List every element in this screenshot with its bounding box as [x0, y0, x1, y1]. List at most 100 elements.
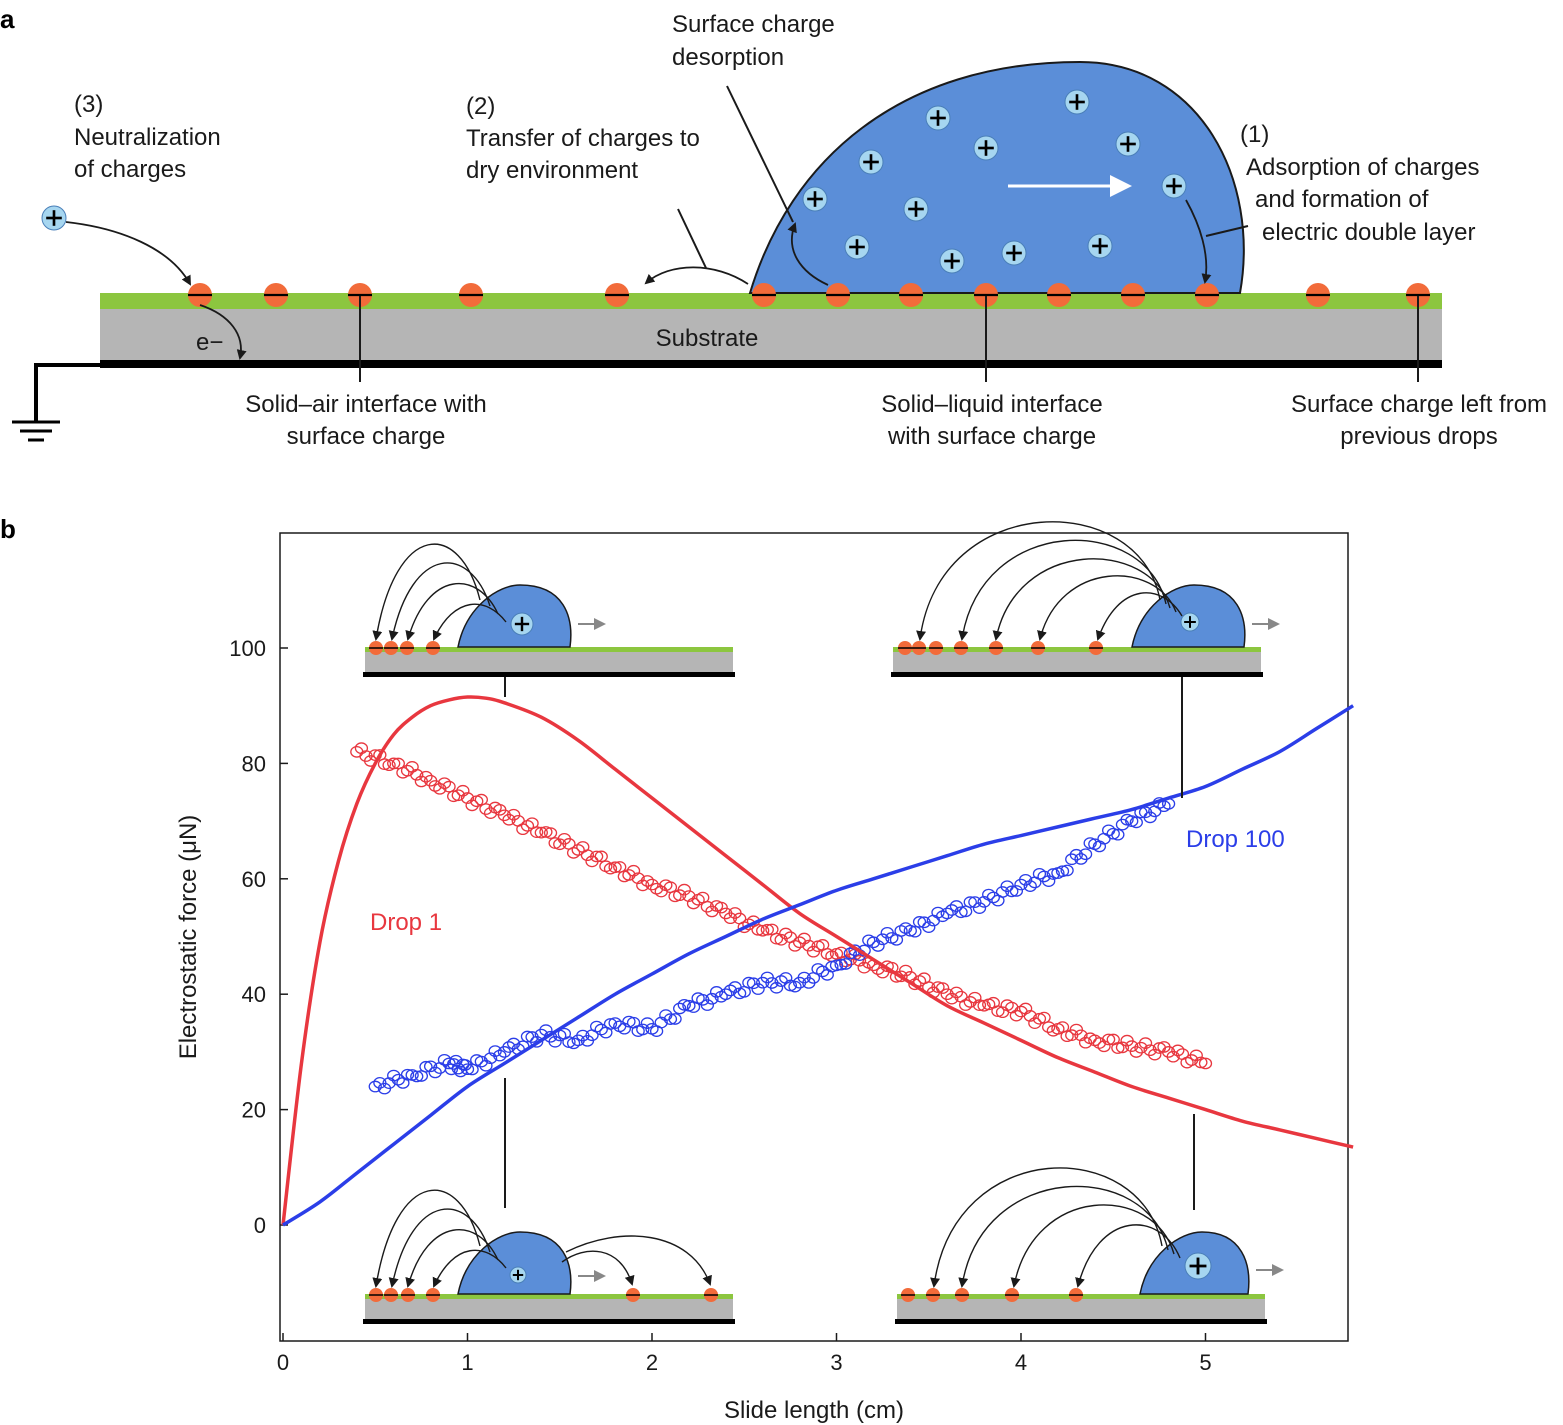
y-tick-label: 60 [242, 867, 266, 892]
inset-electrode [895, 1319, 1267, 1324]
data-point [631, 872, 645, 885]
inset-substrate [365, 652, 733, 672]
x-tick-label: 2 [646, 1350, 658, 1375]
data-point [788, 980, 802, 993]
negative-charge [1047, 283, 1071, 307]
data-point [852, 954, 867, 967]
data-point [894, 970, 908, 983]
data-point [682, 890, 696, 902]
data-point [949, 986, 964, 999]
step1-line3: electric double layer [1262, 219, 1475, 246]
data-point [1069, 1023, 1083, 1036]
step1-line2: and formation of [1255, 186, 1429, 213]
data-point [968, 896, 982, 908]
data-point [460, 792, 475, 804]
data-point [737, 921, 751, 934]
negative-charge [826, 283, 850, 307]
panel-a: a Substrate (3) [0, 4, 1547, 450]
data-point [972, 902, 987, 914]
schematic-insets [363, 521, 1284, 1324]
positive-ion [1087, 233, 1113, 259]
data-point [986, 891, 1000, 904]
y-tick-label: 100 [229, 636, 266, 661]
data-point [1078, 848, 1093, 861]
x-tick-label: 5 [1199, 1350, 1211, 1375]
surface-charges [188, 283, 1430, 307]
inset-top-left [363, 543, 735, 677]
data-point [843, 947, 857, 960]
data-point [1138, 1037, 1153, 1049]
data-point [779, 927, 793, 940]
data-point [922, 921, 936, 933]
inset-top-right [891, 521, 1280, 677]
negative-charge [752, 283, 776, 307]
negative-charge [926, 1288, 940, 1302]
positive-ion [858, 149, 884, 175]
data-point [368, 1080, 382, 1093]
data-point [419, 1060, 433, 1073]
inset-drop [457, 1231, 572, 1295]
desorption-line2: desorption [672, 44, 784, 71]
data-point [419, 770, 433, 783]
data-point [1101, 1033, 1116, 1046]
positive-ion [903, 196, 929, 222]
data-point [571, 844, 585, 856]
inset-field-arrow [561, 1250, 635, 1286]
drop100-annotation: Drop 100 [1186, 826, 1285, 853]
data-point [1069, 848, 1083, 861]
data-point [493, 1049, 507, 1062]
solid-liquid-line1: Solid–liquid interface [881, 391, 1102, 418]
inset-bottom-right [895, 1167, 1284, 1324]
negative-charge [369, 641, 383, 655]
negative-charge [901, 1288, 915, 1302]
data-point [617, 1022, 631, 1035]
x-axis-label: Slide length (cm) [724, 1397, 904, 1424]
data-point [437, 777, 452, 790]
data-point [945, 992, 959, 1005]
left-from-line2: previous drops [1340, 423, 1497, 450]
negative-charge [989, 641, 1003, 655]
negative-charge [899, 283, 923, 307]
negative-charge [704, 1288, 718, 1302]
panel-a-label: a [0, 4, 15, 34]
data-point [829, 959, 844, 972]
data-point [968, 991, 982, 1004]
data-point [626, 864, 641, 877]
data-point [1166, 1050, 1180, 1063]
positive-ion [41, 205, 67, 231]
step1-line1: Adsorption of charges [1246, 154, 1479, 181]
data-point [654, 1016, 668, 1029]
negative-charge [1195, 283, 1219, 307]
data-point [774, 933, 788, 946]
negative-charge [1069, 1288, 1083, 1302]
positive-ion [973, 135, 999, 161]
positive-ion [510, 612, 534, 636]
inset-field-arrow [405, 582, 499, 641]
negative-charge [1406, 283, 1430, 307]
plot-frame [279, 532, 1349, 1342]
negative-charge [188, 283, 212, 307]
data-point [912, 916, 927, 928]
data-point [1111, 828, 1125, 841]
data-point [423, 1060, 438, 1073]
positive-ion [1161, 173, 1187, 199]
data-point [1125, 1040, 1139, 1052]
data-point [677, 883, 691, 896]
data-point [1023, 1010, 1037, 1022]
inset-field-arrow [372, 543, 481, 641]
data-point [428, 1066, 442, 1079]
data-point [465, 1063, 479, 1076]
inset-substrate [365, 1299, 733, 1319]
data-point [1037, 1011, 1051, 1024]
data-point [802, 939, 816, 952]
water-drop [748, 60, 1245, 294]
electron-label: e− [196, 329, 223, 356]
substrate-layer [100, 309, 1442, 360]
negative-charge [1005, 1288, 1019, 1302]
data-point [400, 1068, 415, 1081]
data-point [673, 1002, 687, 1015]
data-point [479, 803, 493, 815]
y-tick-label: 20 [242, 1098, 266, 1123]
data-point [908, 978, 922, 991]
